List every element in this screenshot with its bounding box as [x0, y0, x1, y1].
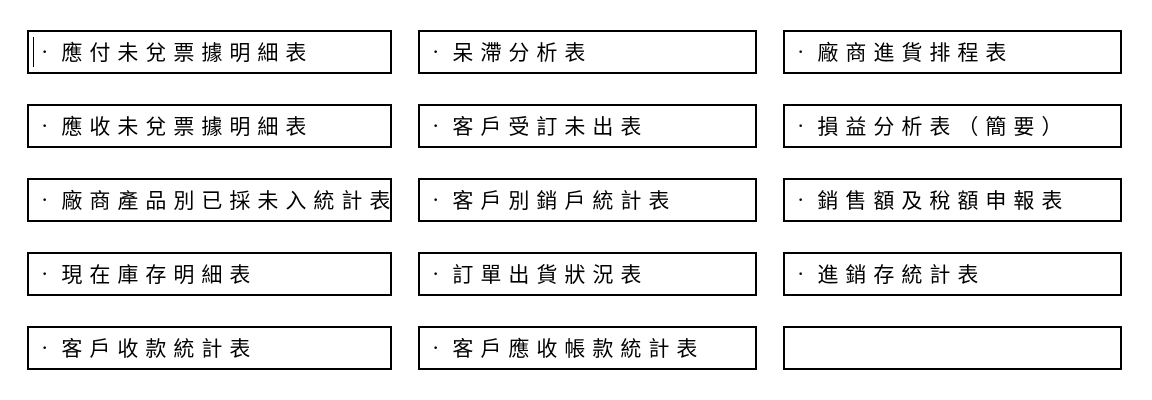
report-menu-item-receivable-notes[interactable]: · 應收未兌票據明細表 [27, 104, 392, 148]
report-menu-item-order-shipment-status[interactable]: · 訂單出貨狀況表 [418, 252, 757, 296]
bullet-icon: · [797, 39, 812, 64]
bullet-icon: · [41, 261, 56, 286]
report-label: 呆滯分析表 [452, 40, 593, 65]
report-label: 訂單出貨狀況表 [452, 262, 649, 287]
bullet-icon: · [432, 335, 447, 360]
report-label: 進銷存統計表 [817, 262, 986, 287]
empty-box [783, 326, 1122, 370]
bullet-icon: · [797, 187, 812, 212]
bullet-icon: · [41, 187, 56, 212]
report-label: 損益分析表（簡要） [817, 114, 1070, 139]
report-menu-item-current-inventory[interactable]: · 現在庫存明細表 [27, 252, 392, 296]
report-menu-item-profit-loss-summary[interactable]: · 損益分析表（簡要） [783, 104, 1122, 148]
report-label: 銷售額及稅額申報表 [817, 188, 1070, 213]
report-menu-item-vendor-incoming-schedule[interactable]: · 廠商進貨排程表 [783, 30, 1122, 74]
report-label: 客戶收款統計表 [61, 336, 258, 361]
bullet-icon: · [41, 39, 56, 64]
report-menu-item-customer-orders-pending[interactable]: · 客戶受訂未出表 [418, 104, 757, 148]
report-menu-item-customer-sales-stats[interactable]: · 客戶別銷戶統計表 [418, 178, 757, 222]
report-label: 廠商產品別已採未入統計表 [61, 188, 392, 213]
bullet-icon: · [432, 39, 447, 64]
bullet-icon: · [41, 113, 56, 138]
bullet-icon: · [797, 261, 812, 286]
bullet-icon: · [432, 113, 447, 138]
report-label: 應收未兌票據明細表 [61, 114, 314, 139]
report-menu: · 應付未兌票據明細表 · 呆滯分析表 · 廠商進貨排程表 · 應收未兌票據明細… [27, 30, 1122, 370]
report-menu-item-idle-analysis[interactable]: · 呆滯分析表 [418, 30, 757, 74]
report-label: 現在庫存明細表 [61, 262, 258, 287]
report-menu-item-customer-receivables-stats[interactable]: · 客戶應收帳款統計表 [418, 326, 757, 370]
report-menu-item-payable-notes[interactable]: · 應付未兌票據明細表 [27, 30, 392, 74]
report-label: 客戶應收帳款統計表 [452, 336, 705, 361]
report-menu-item-purchase-sales-inventory-stats[interactable]: · 進銷存統計表 [783, 252, 1122, 296]
report-menu-item-customer-collection-stats[interactable]: · 客戶收款統計表 [27, 326, 392, 370]
report-label: 廠商進貨排程表 [817, 40, 1014, 65]
bullet-icon: · [41, 335, 56, 360]
text-cursor [33, 37, 34, 67]
report-label: 應付未兌票據明細表 [61, 40, 314, 65]
bullet-icon: · [432, 261, 447, 286]
report-label: 客戶別銷戶統計表 [452, 188, 677, 213]
report-label: 客戶受訂未出表 [452, 114, 649, 139]
report-menu-item-vendor-product-purchased-not-received[interactable]: · 廠商產品別已採未入統計表 [27, 178, 392, 222]
bullet-icon: · [797, 113, 812, 138]
bullet-icon: · [432, 187, 447, 212]
report-menu-item-sales-tax-declaration[interactable]: · 銷售額及稅額申報表 [783, 178, 1122, 222]
